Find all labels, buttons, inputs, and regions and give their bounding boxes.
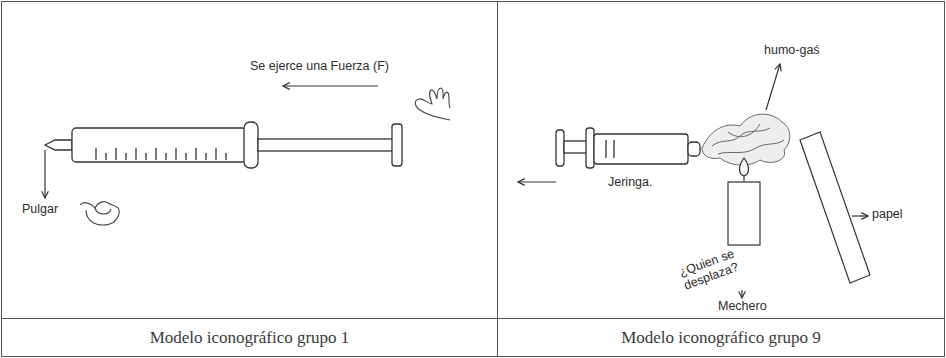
hand-sketch [415,88,450,120]
syringe-drawing [606,140,614,158]
paper-sketch [800,132,870,283]
leader-arrow [766,64,780,110]
smoke-sketch [712,124,784,154]
part-label: humo-gaś [764,44,820,58]
syringe-drawing [258,139,393,151]
smoke-sketch [702,114,790,165]
leader-arrow [518,181,556,182]
syringe-drawing [392,124,402,166]
table-frame [2,318,945,319]
paper-sketch [800,132,870,283]
syringe-drawing [45,140,72,150]
syringe-drawing [556,130,564,166]
syringe-drawing [556,128,700,168]
hand-sketch [80,88,450,225]
figure-caption: Modelo iconográfico grupo 1 [150,328,350,348]
figure-caption: Modelo iconográfico grupo 9 [621,328,821,348]
leader-arrow [852,215,868,216]
syringe-drawing [96,148,226,160]
leader-arrow [45,86,378,198]
part-label: papel [872,208,903,222]
leader-arrow [44,150,45,198]
part-label: Pulgar [22,203,58,217]
syringe-drawing [586,128,594,168]
syringe-drawing [564,141,588,153]
syringe-drawing [45,122,402,168]
caption-cell: Modelo iconográfico grupo 1 [2,319,497,356]
caption-cell: Modelo iconográfico grupo 9 [498,319,944,356]
smoke-sketch [702,114,790,165]
syringe-drawing [688,142,700,156]
force-annotation: Se ejerce una Fuerza (F) [250,60,389,74]
part-label: Jeringa. [608,176,652,190]
lighter-sketch [728,158,760,245]
lighter-sketch [740,158,749,176]
syringe-drawing [594,134,688,164]
syringe-drawing [72,128,246,162]
leader-arrow [283,85,378,86]
table-frame [497,2,498,357]
lighter-sketch [728,182,760,245]
part-label: Mechero [718,300,767,314]
question-note: ¿Quien se desplaza? [677,243,754,293]
syringe-drawing [244,122,258,168]
leader-arrow [741,290,742,298]
hand-sketch [95,208,111,214]
hand-sketch [80,202,119,225]
